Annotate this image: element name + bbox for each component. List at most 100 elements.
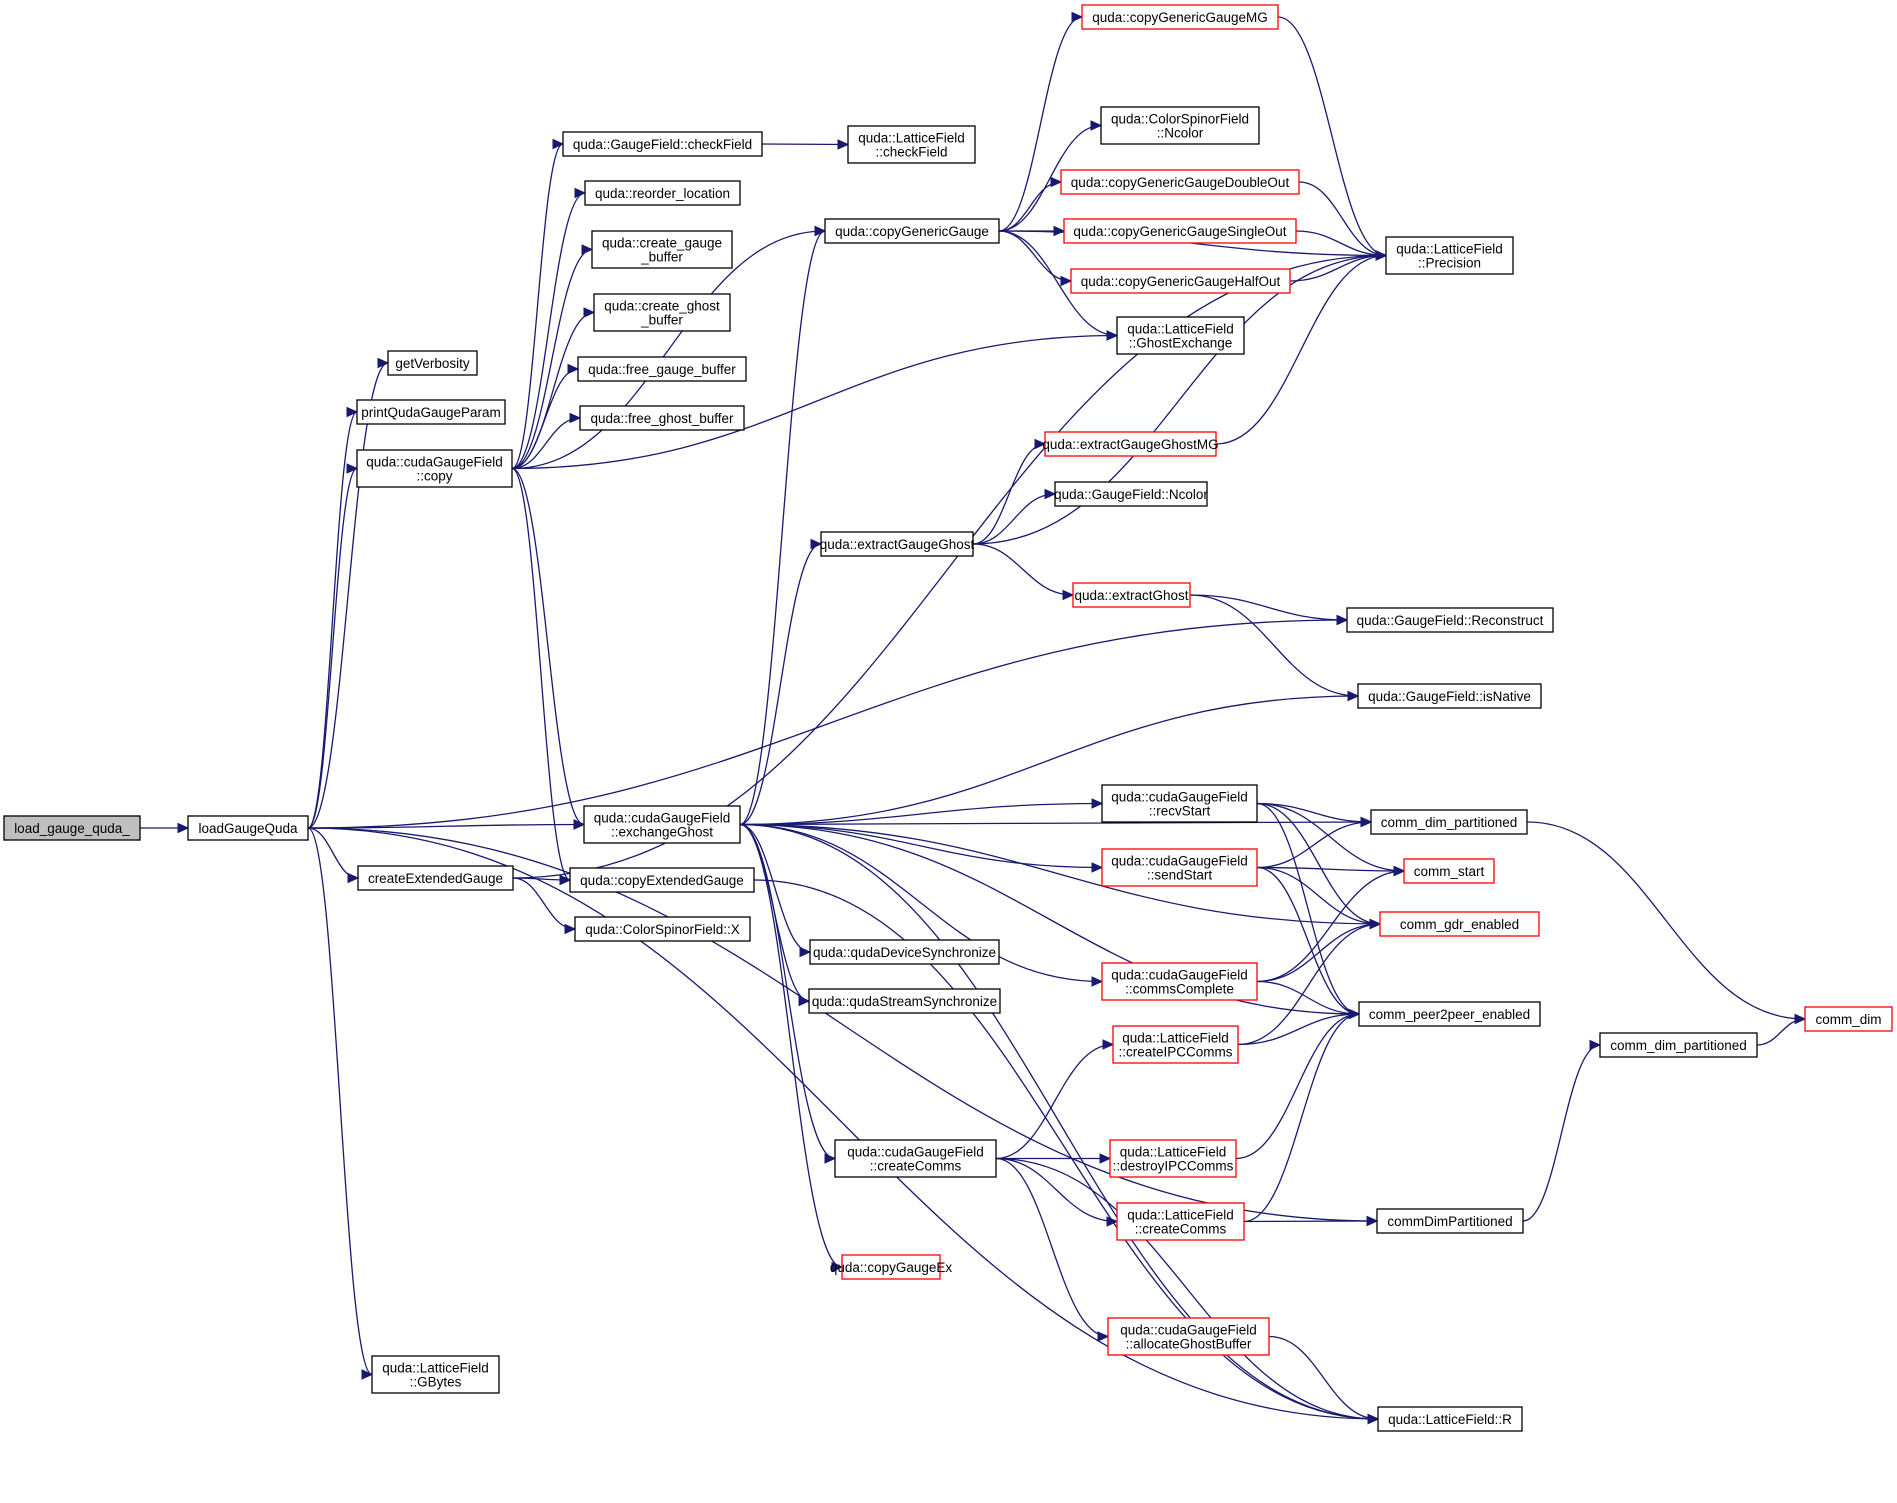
edge-cudaGaugeField_copy-to-copyExtendedGauge <box>511 467 571 881</box>
graph-node-exchangeghost[interactable]: quda::cudaGaugeField::exchangeGhost <box>583 805 741 844</box>
node-box <box>1804 1006 1893 1032</box>
arrowhead-icon <box>346 406 359 418</box>
arrowhead-icon <box>1106 330 1119 341</box>
edge-copyGenericGaugeMG-to-LatticeField_Precision <box>1277 16 1387 257</box>
edge-cudaGaugeField_createComms-to-LatticeField_R <box>995 1157 1379 1420</box>
graph-node-gaugefield-checkfield[interactable]: quda::GaugeField::checkField <box>562 131 763 157</box>
graph-node-copygenericgaugesingleout[interactable]: quda::copyGenericGaugeSingleOut <box>1063 218 1297 244</box>
graph-node-create-ghost-buffer[interactable]: quda::create_ghost_buffer <box>593 293 731 332</box>
graph-node-comm-gdr-enabled[interactable]: comm_gdr_enabled <box>1379 911 1540 937</box>
node-box <box>808 988 1001 1014</box>
node-box <box>1054 481 1208 507</box>
node-box <box>1370 809 1528 835</box>
node-label: ::commsComplete <box>1125 982 1234 997</box>
graph-node-qudadevicesynchronize[interactable]: quda::qudaDeviceSynchronize <box>809 939 1000 965</box>
graph-node-destroyipccomms[interactable]: quda::LatticeField::destroyIPCComms <box>1109 1139 1237 1178</box>
node-box <box>1379 911 1540 937</box>
node-label: quda::copyGenericGaugeMG <box>1092 10 1268 25</box>
graph-node-cudagaugefield-createcomms[interactable]: quda::cudaGaugeField::createComms <box>834 1139 997 1178</box>
graph-node-free-ghost-buffer[interactable]: quda::free_ghost_buffer <box>579 405 745 431</box>
edge-cudaGaugeField_copy-to-exchangeGhost <box>511 467 585 826</box>
node-label: quda::LatticeField <box>1127 322 1234 337</box>
edge-exchangeGhost-to-comm_peer2peer_enabled <box>739 823 1360 1015</box>
edge-cudaGaugeField_createComms-to-createIPCComms <box>995 1043 1114 1160</box>
graph-node-comm-peer2peer-enabled[interactable]: comm_peer2peer_enabled <box>1358 1001 1541 1027</box>
node-label: comm_start <box>1414 864 1485 879</box>
edge-LatticeField_createComms-to-comm_peer2peer_enabled <box>1243 1013 1360 1223</box>
node-label: ::createIPCComms <box>1118 1045 1232 1060</box>
node-label: quda::LatticeField <box>1122 1031 1229 1046</box>
graph-node-commdimpartitioned[interactable]: commDimPartitioned <box>1376 1208 1524 1234</box>
arrowhead-icon <box>552 138 565 150</box>
node-box <box>1044 431 1217 457</box>
node-label: ::createComms <box>870 1159 962 1174</box>
arrowhead-icon <box>1393 865 1406 877</box>
graph-node-extractghost[interactable]: quda::extractGhost <box>1072 582 1191 608</box>
graph-node-latticefield-checkfield[interactable]: quda::LatticeField::checkField <box>847 125 976 164</box>
node-box <box>357 865 514 891</box>
graph-node-allocateghostbuffer[interactable]: quda::cudaGaugeField::allocateGhostBuffe… <box>1107 1317 1270 1356</box>
graph-node-reorder-location[interactable]: quda::reorder_location <box>584 180 741 206</box>
node-box <box>1112 1025 1239 1064</box>
graph-node-free-gauge-buffer[interactable]: quda::free_gauge_buffer <box>577 356 747 382</box>
edge-cudaGaugeField_copy-to-copyGenericGauge <box>511 230 826 470</box>
graph-node-comm-dim[interactable]: comm_dim <box>1804 1006 1893 1032</box>
graph-node-latticefield-gbytes[interactable]: quda::LatticeField::GBytes <box>371 1355 500 1394</box>
graph-node-cudagaugefield-copy[interactable]: quda::cudaGaugeField::copy <box>356 449 513 488</box>
graph-node-gaugefield-ncolor[interactable]: quda::GaugeField::Ncolor <box>1054 481 1208 507</box>
graph-node-createipccomms[interactable]: quda::LatticeField::createIPCComms <box>1112 1025 1239 1064</box>
edge-exchangeGhost-to-comm_dim_partitioned <box>739 821 1372 826</box>
graph-node-colorspinorfield-x[interactable]: quda::ColorSpinorField::X <box>574 916 751 942</box>
edge-copyGenericGauge-to-copyGenericGaugeMG <box>998 16 1083 232</box>
graph-node-gaugefield-reconstruct[interactable]: quda::GaugeField::Reconstruct <box>1346 607 1554 633</box>
graph-node-create-gauge-buffer[interactable]: quda::create_gauge_buffer <box>591 230 733 269</box>
graph-node-extractgaugeghost[interactable]: quda::extractGaugeGhost <box>820 531 975 557</box>
graph-node-comm-dim-partitioned[interactable]: comm_dim_partitioned <box>1370 809 1528 835</box>
graph-node-colorspinorfield-ncolor[interactable]: quda::ColorSpinorField::Ncolor <box>1100 106 1260 145</box>
graph-node-gaugefield-isnative[interactable]: quda::GaugeField::isNative <box>1357 683 1542 709</box>
graph-node-copygenericgauge[interactable]: quda::copyGenericGauge <box>824 218 1000 244</box>
node-box <box>584 180 741 206</box>
arrowhead-icon <box>799 946 812 958</box>
graph-node-printqudagaugeparam[interactable]: printQudaGaugeParam <box>356 399 506 425</box>
graph-node-loadgaugequda[interactable]: loadGaugeQuda <box>187 815 309 841</box>
node-label: quda::LatticeField::R <box>1388 1412 1512 1427</box>
graph-node-commscomplete[interactable]: quda::cudaGaugeField::commsComplete <box>1101 962 1258 1001</box>
graph-node-copygenericgaugehalfout[interactable]: quda::copyGenericGaugeHalfOut <box>1070 268 1291 294</box>
node-label: quda::cudaGaugeField <box>1111 968 1248 983</box>
node-box <box>1070 268 1291 294</box>
graph-node-copygenericgaugemg[interactable]: quda::copyGenericGaugeMG <box>1081 4 1279 30</box>
node-box <box>1385 236 1514 275</box>
graph-node-copygaugeex[interactable]: quda::copyGaugeEx <box>830 1254 953 1280</box>
node-box <box>809 939 1000 965</box>
graph-node-qudastreamsynchronize[interactable]: quda::qudaStreamSynchronize <box>808 988 1001 1014</box>
edge-cudaGaugeField_copy-to-LatticeField_GhostExchange <box>511 334 1118 470</box>
graph-node-comm-dim-partitioned-2[interactable]: comm_dim_partitioned <box>1599 1032 1758 1058</box>
node-label: quda::reorder_location <box>595 186 730 201</box>
edge-extractGhost-to-GaugeField_Reconstruct <box>1189 594 1348 621</box>
graph-node-createextendedgauge[interactable]: createExtendedGauge <box>357 865 514 891</box>
node-label: quda::LatticeField <box>1120 1145 1227 1160</box>
graph-node-sendstart[interactable]: quda::cudaGaugeField::sendStart <box>1101 848 1258 887</box>
graph-node-getverbosity[interactable]: getVerbosity <box>387 350 478 376</box>
graph-node-extractgaugeghostmg[interactable]: quda::extractGaugeGhostMG <box>1042 431 1219 457</box>
graph-node-load-gauge-quda-[interactable]: load_gauge_quda_ <box>3 815 141 841</box>
graph-node-latticefield-createcomms[interactable]: quda::LatticeField::createComms <box>1116 1202 1245 1241</box>
graph-node-recvstart[interactable]: quda::cudaGaugeField::recvStart <box>1101 784 1258 823</box>
arrowhead-icon <box>1348 1008 1361 1020</box>
edge-exchangeGhost-to-commsComplete <box>739 823 1103 983</box>
edge-cudaGaugeField_copy-to-GaugeField_checkField <box>511 143 564 470</box>
node-label: ::exchangeGhost <box>611 825 713 840</box>
arrowhead-icon <box>1091 798 1104 809</box>
graph-node-comm-start[interactable]: comm_start <box>1403 858 1495 884</box>
edge-loadGaugeQuda-to-getVerbosity <box>307 362 389 829</box>
graph-node-latticefield-ghostexchange[interactable]: quda::LatticeField::GhostExchange <box>1116 316 1245 355</box>
node-box <box>1376 1208 1524 1234</box>
graph-node-latticefield-r[interactable]: quda::LatticeField::R <box>1377 1406 1523 1432</box>
arrowhead-icon <box>1060 275 1073 287</box>
graph-node-copyextendedgauge[interactable]: quda::copyExtendedGauge <box>569 867 755 893</box>
graph-node-copygenericgaugedoubleout[interactable]: quda::copyGenericGaugeDoubleOut <box>1060 169 1300 195</box>
node-box <box>820 531 974 557</box>
graph-node-latticefield-precision[interactable]: quda::LatticeField::Precision <box>1385 236 1514 275</box>
